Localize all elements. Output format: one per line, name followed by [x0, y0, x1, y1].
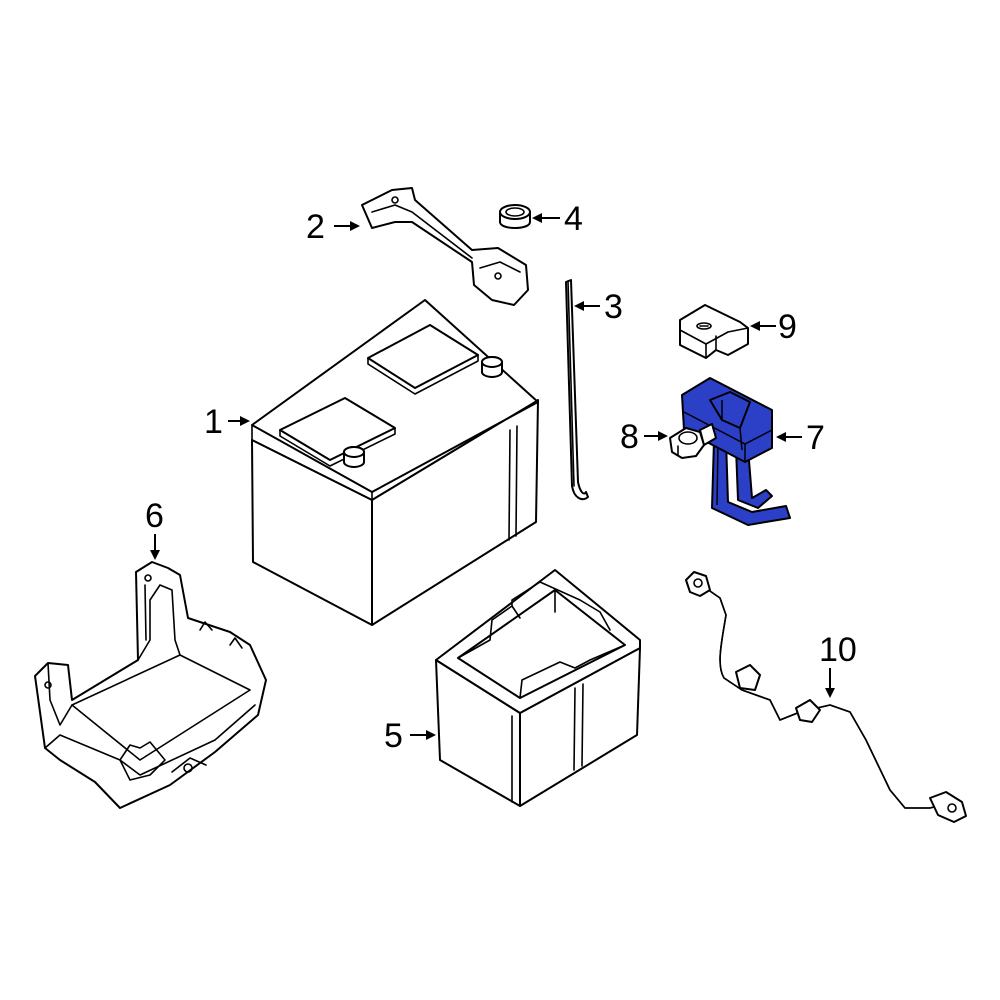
callout-label-6: 6	[145, 497, 164, 535]
battery[interactable]	[251, 299, 539, 626]
battery-tray-insulator[interactable]	[435, 569, 641, 807]
callout-7: 7	[776, 419, 825, 457]
ground-cable[interactable]	[685, 571, 967, 823]
battery-tray-bracket[interactable]	[34, 561, 267, 809]
callout-label-7: 7	[806, 419, 825, 457]
callout-label-2: 2	[306, 208, 325, 246]
callout-2: 2	[306, 208, 360, 246]
callout-9: 9	[750, 308, 797, 346]
callout-label-10: 10	[819, 631, 857, 669]
callout-3: 3	[574, 288, 623, 326]
callout-1: 1	[204, 403, 250, 441]
battery-hold-down-frame[interactable]	[361, 187, 529, 306]
callout-label-5: 5	[384, 717, 403, 755]
callout-label-9: 9	[778, 308, 797, 346]
callout-label-3: 3	[604, 288, 623, 326]
callout-4: 4	[532, 200, 583, 238]
callout-label-4: 4	[564, 200, 583, 238]
hold-down-rod[interactable]	[565, 279, 589, 501]
terminal-cover[interactable]	[679, 304, 749, 359]
terminal-clamp[interactable]	[669, 423, 717, 459]
callout-label-8: 8	[620, 418, 639, 456]
callout-8: 8	[620, 418, 668, 456]
positive-cable-terminal-highlighted[interactable]	[681, 377, 791, 526]
callout-5: 5	[384, 717, 436, 755]
callout-6: 6	[145, 497, 164, 560]
callout-label-1: 1	[204, 403, 223, 441]
callout-10: 10	[819, 631, 857, 698]
terminal-cap[interactable]	[499, 204, 531, 229]
